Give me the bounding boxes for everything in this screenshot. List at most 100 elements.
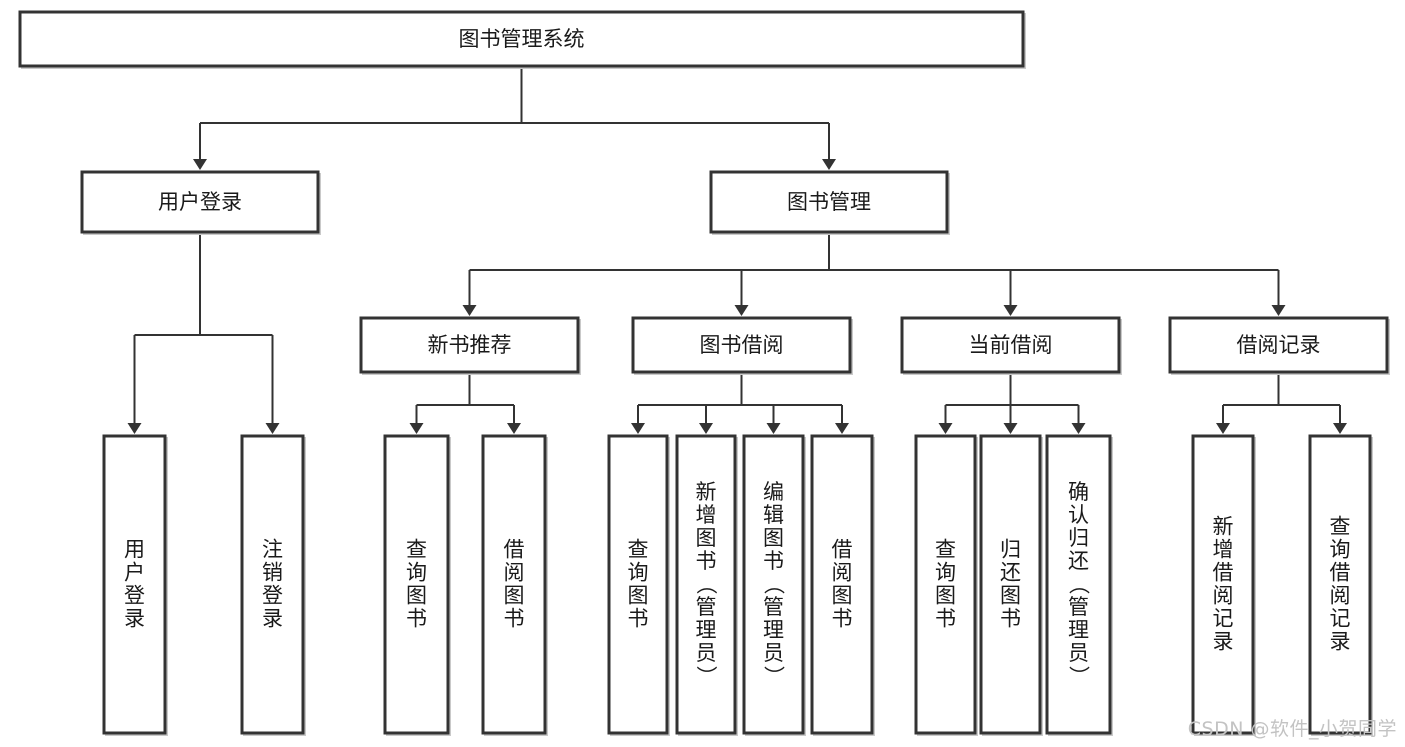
node-label-char: 阅: [504, 560, 525, 584]
node-level2-0[interactable]: 新书推荐: [359, 316, 582, 376]
node-label-char: （: [694, 573, 718, 594]
node-label-char: 注: [262, 537, 283, 561]
node-label-char: ）: [1067, 665, 1091, 686]
node-label-char: 员: [763, 641, 784, 665]
node-label-char: 阅: [1213, 583, 1234, 607]
node-label-char: （: [762, 573, 786, 594]
node-label-char: 辑: [763, 503, 784, 527]
node-label-char: 查: [935, 537, 956, 561]
node-label-char: 增: [696, 503, 717, 527]
node-label-char: ）: [694, 665, 718, 686]
node-label: 图书管理: [787, 190, 871, 214]
node-label-char: 认: [1068, 503, 1089, 527]
node-label-char: 询: [628, 560, 649, 584]
node-root-图书管理系统[interactable]: 图书管理系统: [18, 10, 1027, 70]
node-label-char: 销: [262, 560, 283, 584]
node-label-char: 归: [1068, 526, 1089, 550]
node-label-char: 理: [696, 618, 717, 642]
node-label-char: （: [1067, 573, 1091, 594]
node-label-char: 理: [1068, 618, 1089, 642]
node-level1-0[interactable]: 用户登录: [80, 170, 322, 236]
node-label-char: 管: [1068, 595, 1089, 619]
node-label-char: 借: [832, 537, 853, 561]
node-label-char: 借: [1213, 560, 1234, 584]
node-label-char: 图: [935, 583, 956, 607]
node-label-char: 管: [696, 595, 717, 619]
node-label-char: 图: [628, 583, 649, 607]
node-level1-1[interactable]: 图书管理: [709, 170, 951, 236]
node-label-char: 理: [763, 618, 784, 642]
node-label-char: 录: [1330, 629, 1351, 653]
node-label-char: 图: [504, 583, 525, 607]
node-label-char: 询: [1330, 537, 1351, 561]
node-label-char: 员: [1068, 641, 1089, 665]
node-label-char: ）: [762, 665, 786, 686]
node-label-char: 借: [1330, 560, 1351, 584]
node-label-char: 书: [763, 549, 784, 573]
node-label-char: 确: [1068, 480, 1089, 504]
node-label-char: 询: [935, 560, 956, 584]
node-label-char: 书: [628, 606, 649, 630]
node-label-char: 用: [124, 537, 145, 561]
node-label-char: 记: [1213, 606, 1234, 630]
node-label-char: 户: [124, 560, 145, 584]
node-label-char: 录: [124, 606, 145, 630]
node-label-char: 书: [696, 549, 717, 573]
node-label-char: 编: [763, 480, 784, 504]
node-label-char: 书: [1000, 606, 1021, 630]
node-label: 借阅记录: [1237, 333, 1321, 357]
node-label-char: 询: [406, 560, 427, 584]
node-label-char: 图: [763, 526, 784, 550]
node-label: 当前借阅: [969, 333, 1053, 357]
node-label: 用户登录: [158, 190, 242, 214]
node-label-char: 查: [406, 537, 427, 561]
node-label-char: 图: [406, 583, 427, 607]
node-level2-3[interactable]: 借阅记录: [1168, 316, 1391, 376]
node-label-char: 归: [1000, 537, 1021, 561]
node-label-char: 阅: [1330, 583, 1351, 607]
node-label-char: 新: [696, 480, 717, 504]
node-label-char: 查: [628, 537, 649, 561]
node-label-char: 管: [763, 595, 784, 619]
node-label-char: 登: [124, 583, 145, 607]
connector-lines: [127, 66, 1347, 434]
node-label: 图书借阅: [700, 333, 784, 357]
node-label-char: 书: [832, 606, 853, 630]
node-label-char: 录: [1213, 629, 1234, 653]
node-leaf-0[interactable]: 用户登录: [102, 434, 169, 737]
node-label-char: 登: [262, 583, 283, 607]
diagram-nodes: 图书管理系统用户登录图书管理新书推荐图书借阅当前借阅借阅记录用户登录注销登录查询…: [18, 10, 1391, 737]
node-label-char: 阅: [832, 560, 853, 584]
node-level2-2[interactable]: 当前借阅: [900, 316, 1123, 376]
node-label-char: 还: [1000, 560, 1021, 584]
node-label-char: 书: [504, 606, 525, 630]
node-label: 图书管理系统: [459, 27, 585, 51]
node-label-char: 查: [1330, 514, 1351, 538]
node-label-char: 图: [1000, 583, 1021, 607]
node-label-char: 书: [935, 606, 956, 630]
node-label-char: 图: [696, 526, 717, 550]
node-label-char: 员: [696, 641, 717, 665]
node-label-char: 借: [504, 537, 525, 561]
node-label-char: 记: [1330, 606, 1351, 630]
node-label-char: 新: [1213, 514, 1234, 538]
node-label-char: 还: [1068, 549, 1089, 573]
csdn-watermark: CSDN @软件_小贺同学: [1187, 718, 1397, 740]
node-label-char: 图: [832, 583, 853, 607]
node-label: 新书推荐: [428, 333, 512, 357]
node-level2-1[interactable]: 图书借阅: [631, 316, 854, 376]
